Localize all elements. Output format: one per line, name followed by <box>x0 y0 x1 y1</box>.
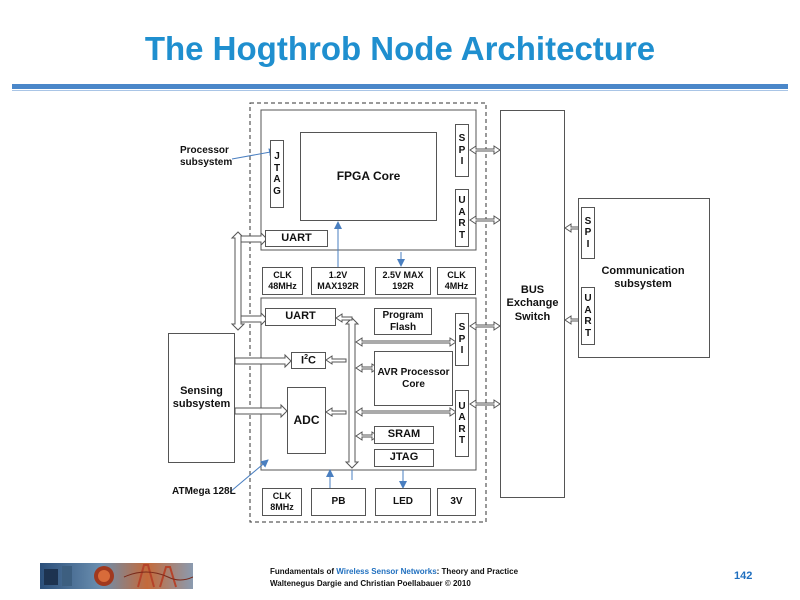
footer-citation: Fundamentals of Wireless Sensor Networks… <box>270 566 518 590</box>
pb-block: PB <box>311 488 366 516</box>
i2c-block: I2C <box>291 352 326 369</box>
clk-48mhz: CLK 48MHz <box>262 267 303 295</box>
communication-subsystem: Communication subsystem <box>578 198 710 358</box>
regulator-2v5: 2.5V MAX 192R <box>375 267 431 295</box>
node-boundary <box>249 102 487 523</box>
v3-block: 3V <box>437 488 476 516</box>
avr-processor-core: AVR Processor Core <box>374 351 453 406</box>
title-divider-thin <box>12 90 788 91</box>
bus-exchange-switch: BUS Exchange Switch <box>500 110 565 498</box>
footer-line-2: Waltenegus Dargie and Christian Poellaba… <box>270 579 471 588</box>
avr-uart: UART <box>265 308 336 326</box>
regulator-1v2: 1.2V MAX192R <box>311 267 365 295</box>
clk-4mhz: CLK 4MHz <box>437 267 476 295</box>
footer-book-highlight: Wireless Sensor Networks <box>336 567 437 576</box>
slide-title: The Hogthrob Node Architecture <box>144 30 656 67</box>
sram: SRAM <box>374 426 434 444</box>
footer-banner-image <box>40 563 193 589</box>
title-divider <box>12 84 788 89</box>
footer-line-1: Fundamentals of Wireless Sensor Networks… <box>270 567 519 576</box>
adc-block: ADC <box>287 387 326 454</box>
page-number: 142 <box>734 570 753 582</box>
avr-jtag: JTAG <box>374 449 434 467</box>
program-flash: Program Flash <box>374 308 432 335</box>
avr-section <box>260 297 477 471</box>
clk-8mhz: CLK 8MHz <box>262 488 302 516</box>
sensing-subsystem: Sensing subsystem <box>168 333 235 463</box>
led-block: LED <box>375 488 431 516</box>
fpga-core: FPGA Core <box>300 132 437 221</box>
fpga-section <box>260 109 477 251</box>
atmega-label: ATMega 128L <box>172 486 236 497</box>
fpga-uart: UART <box>265 230 328 247</box>
processor-subsystem-label: Processor subsystem <box>180 145 233 168</box>
